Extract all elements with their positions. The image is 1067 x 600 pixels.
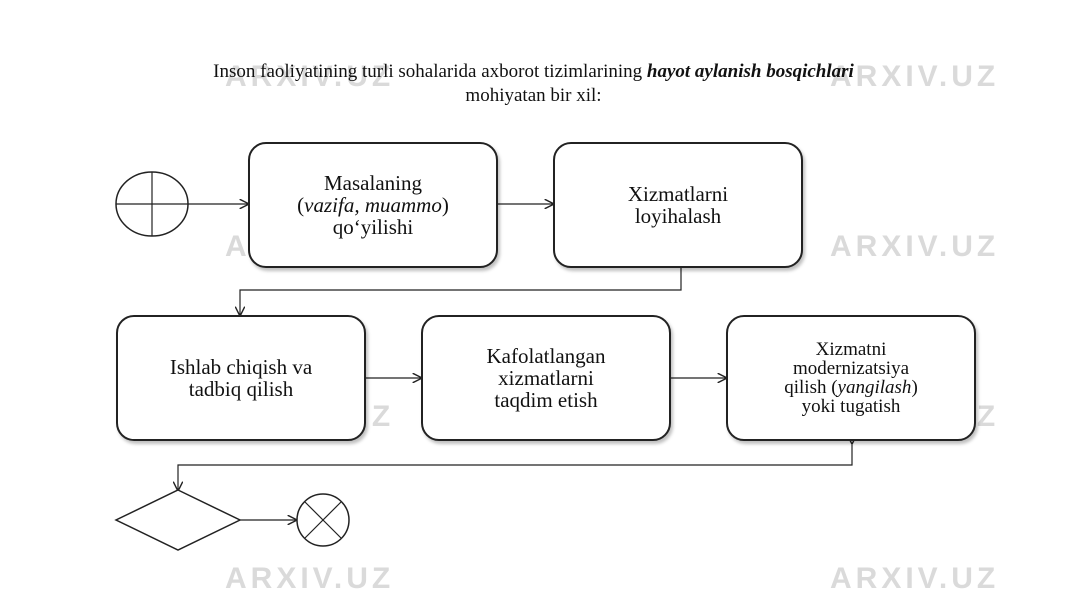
box-text: Masalaning (324, 171, 422, 195)
box-text: modernizatsiya (792, 358, 910, 379)
box-text: qo‘yilishi (332, 215, 414, 239)
title-text: Inson faoliyatining turli sohalarida axb… (213, 61, 647, 82)
diagram-title-line2: mohiyatan bir xil: (465, 85, 602, 106)
stage-box-modernization: Xizmatni modernizatsiya qilish (yangilas… (726, 315, 976, 441)
box-text: tadbiq qilish (188, 377, 294, 401)
box-text: Ishlab chiqish va (169, 355, 313, 379)
box-text: (vazifa, muammo) (297, 193, 449, 217)
box-text: yoki tugatish (801, 396, 901, 417)
box-text: Xizmatlarni (627, 182, 729, 206)
title-emphasis: hayot aylanish bosqichlari (646, 61, 854, 82)
box-text: loyihalash (634, 204, 722, 228)
box-text: qilish (yangilash) (784, 377, 918, 398)
box-text: xizmatlarni (498, 366, 594, 390)
stage-box-problem-statement: Masalaning (vazifa, muammo) qo‘yilishi (248, 142, 498, 268)
watermark-text: ARXIV.UZ (830, 60, 1000, 93)
box-text: Kafolatlangan (486, 344, 606, 368)
stage-box-service-design: Xizmatlarni loyihalash (553, 142, 803, 268)
circle-cross-icon (115, 171, 189, 237)
watermark-text: ARXIV.UZ (830, 230, 1000, 263)
circle-x-icon (296, 493, 350, 547)
arrow-b2-to-b3 (240, 268, 682, 315)
watermark-text: ARXIV.UZ (225, 562, 395, 595)
diagram-title-line1: Inson faoliyatining turli sohalarida axb… (0, 61, 1067, 83)
watermark-text: ARXIV.UZ (830, 562, 1000, 595)
stage-box-service-delivery: Kafolatlangan xizmatlarni taqdim etish (421, 315, 671, 441)
box-text: Xizmatni (815, 339, 887, 360)
box-text: taqdim etish (494, 388, 598, 412)
watermark-text: ARXIV.UZ (225, 60, 395, 93)
diamond-icon (114, 489, 242, 551)
arrow-b5-to-decision (178, 443, 852, 490)
stage-box-development: Ishlab chiqish va tadbiq qilish (116, 315, 366, 441)
